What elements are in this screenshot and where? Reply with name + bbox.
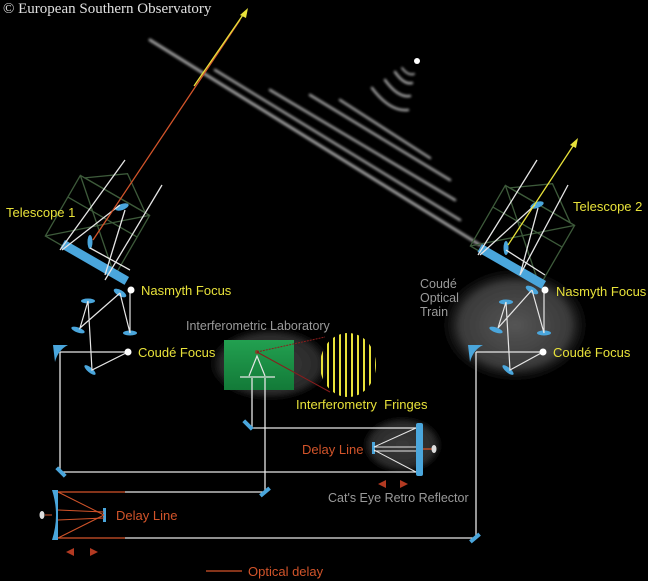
primary-mirror-1	[60, 240, 130, 285]
telescope-1	[44, 8, 248, 285]
primary-mirror-2	[477, 244, 547, 289]
cats-eye-glow	[360, 415, 445, 475]
coude-train-2	[468, 285, 551, 375]
secondary-mirror-1	[115, 203, 129, 211]
nasmyth-focus-label-2: Nasmyth Focus	[556, 284, 647, 299]
arrow-head-1	[240, 8, 248, 18]
telescope-2	[469, 138, 578, 289]
coude-train-label-line3: Train	[420, 305, 449, 319]
move-arrow-right	[90, 548, 98, 556]
nasmyth-focus-label-1: Nasmyth Focus	[141, 283, 232, 298]
coude-focus-star-1	[124, 348, 132, 356]
coude-train-1	[53, 286, 137, 375]
nasmyth-focus-star-1	[127, 286, 135, 294]
legend-optical-delay-label: Optical delay	[248, 564, 324, 579]
telescope-1-label: Telescope 1	[6, 205, 76, 220]
wavefronts	[148, 38, 482, 247]
interferometric-lab	[224, 336, 331, 393]
delay-line-label-2: Delay Line	[302, 442, 364, 457]
fold-mirrors	[55, 419, 481, 544]
delay-line-2	[372, 423, 437, 488]
beam-to-star-1	[92, 19, 241, 241]
move-arrow-right	[400, 480, 408, 488]
telescope-2-label: Telescope 2	[573, 199, 643, 214]
coude-train-label-line2: Optical	[420, 291, 459, 305]
cats-eye-label: Cat's Eye Retro Reflector	[328, 491, 469, 505]
delay-line-1	[39, 490, 125, 556]
fringes-label: Interferometry Fringes	[296, 397, 428, 412]
coude-train-label-line1: Coudé	[420, 277, 457, 291]
star	[414, 58, 420, 64]
credit-text: © European Southern Observatory	[3, 1, 212, 17]
delay-line-label-1: Delay Line	[116, 508, 178, 523]
nasmyth-focus-star-2	[541, 286, 549, 294]
lab-label: Interferometric Laboratory	[186, 319, 330, 333]
coude-focus-label-2: Coudé Focus	[553, 345, 631, 360]
move-arrow-left	[378, 480, 386, 488]
coude-focus-label-1: Coudé Focus	[138, 345, 216, 360]
coude-focus-star-2	[539, 348, 547, 356]
arrow-head-2	[570, 138, 578, 148]
move-arrow-left	[66, 548, 74, 556]
beam-to-star-2	[507, 142, 576, 246]
